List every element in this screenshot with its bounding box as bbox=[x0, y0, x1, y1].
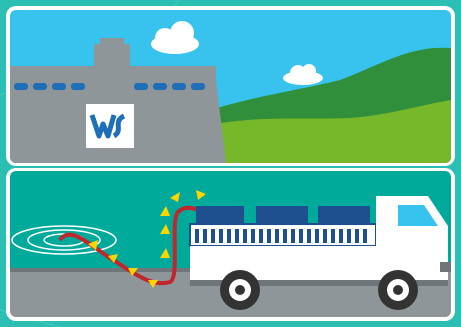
truck-bed bbox=[190, 246, 376, 282]
lower-panel bbox=[10, 171, 451, 317]
truck-bumper bbox=[440, 262, 451, 272]
upper-panel bbox=[10, 10, 451, 163]
water-utility-logo-icon bbox=[86, 104, 134, 148]
wheel bbox=[220, 270, 260, 310]
wheel bbox=[378, 270, 418, 310]
